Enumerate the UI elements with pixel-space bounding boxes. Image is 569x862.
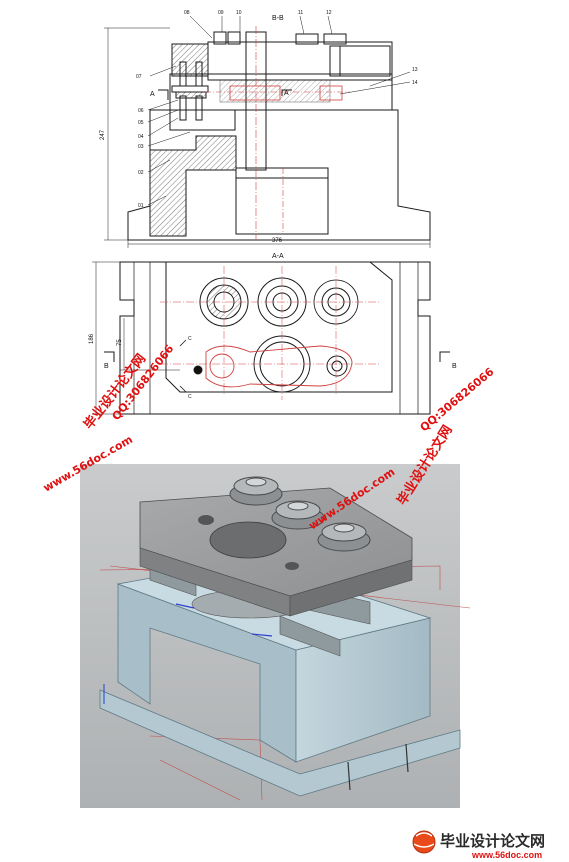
top-plate	[207, 41, 393, 81]
section-bb-title: B-B	[272, 15, 284, 22]
part-05: 05	[138, 120, 144, 126]
watermark-left: 毕业设计论文网 QQ:306826066	[81, 342, 177, 432]
part-03: 03	[138, 144, 144, 150]
part-12: 12	[326, 10, 332, 16]
stud-3	[295, 33, 319, 45]
footer-logo: 毕业设计论文网 www.56doc.com	[412, 830, 545, 860]
left-clamp-block	[171, 43, 209, 77]
dim-height-247: 247	[100, 129, 106, 140]
marker-a-right: A	[284, 90, 289, 97]
section-aa-title: A-A	[272, 253, 284, 260]
small-hole-right-inner	[331, 360, 343, 372]
base-cavity	[235, 167, 329, 235]
section-bb-view	[104, 15, 431, 248]
marker-c-top: C	[188, 336, 192, 342]
part-10: 10	[236, 10, 242, 16]
locating-arm	[205, 345, 353, 388]
stud-4	[323, 33, 347, 45]
part-08: 08	[184, 10, 190, 16]
part-13: 13	[412, 67, 418, 73]
section-bb-labels: B-B 08 09 10 11 12 13 14 07 06 05 04 03 …	[100, 10, 418, 244]
hatched-section	[149, 135, 237, 237]
dim-inner-75: 75	[117, 339, 123, 346]
spacer-right	[279, 615, 341, 657]
footer-site-name: 毕业设计论文网	[440, 832, 545, 850]
dim-height-186: 186	[89, 333, 95, 344]
roller-3	[317, 522, 371, 552]
stud-1	[213, 31, 227, 45]
right-flange	[399, 262, 419, 414]
left-flange	[133, 262, 151, 414]
render-3d-view	[80, 464, 471, 808]
plan-plate	[165, 261, 393, 393]
roller-1	[229, 476, 283, 506]
footer-url: www.56doc.com	[471, 850, 542, 860]
marker-c-bottom: C	[188, 394, 192, 400]
roller-2	[271, 500, 325, 530]
part-09: 09	[218, 10, 224, 16]
dim-width-376: 376	[272, 238, 283, 244]
part-04: 04	[138, 134, 144, 140]
footer-globe-icon	[412, 830, 436, 854]
marker-b-left: B	[104, 363, 109, 370]
stud-2	[227, 31, 241, 45]
part-07: 07	[136, 74, 142, 80]
part-02: 02	[138, 170, 144, 176]
part-06: 06	[138, 108, 144, 114]
section-aa-labels: A-A 186 75 B B C C	[89, 253, 457, 400]
small-hole-right	[326, 355, 348, 377]
marker-b-right: B	[452, 363, 457, 370]
watermark-qq-right: QQ:306826066	[418, 365, 497, 434]
large-bore-3d	[209, 521, 287, 559]
locating-pin	[193, 365, 203, 375]
marker-a-left: A	[150, 91, 155, 98]
watermark-right-qq: QQ:306826066	[418, 365, 497, 434]
part-11: 11	[298, 10, 303, 16]
part-01: 01	[138, 203, 144, 209]
middle-plate	[169, 73, 393, 111]
part-14: 14	[412, 80, 418, 86]
section-aa-view	[92, 261, 450, 415]
foot-plate	[99, 689, 461, 797]
